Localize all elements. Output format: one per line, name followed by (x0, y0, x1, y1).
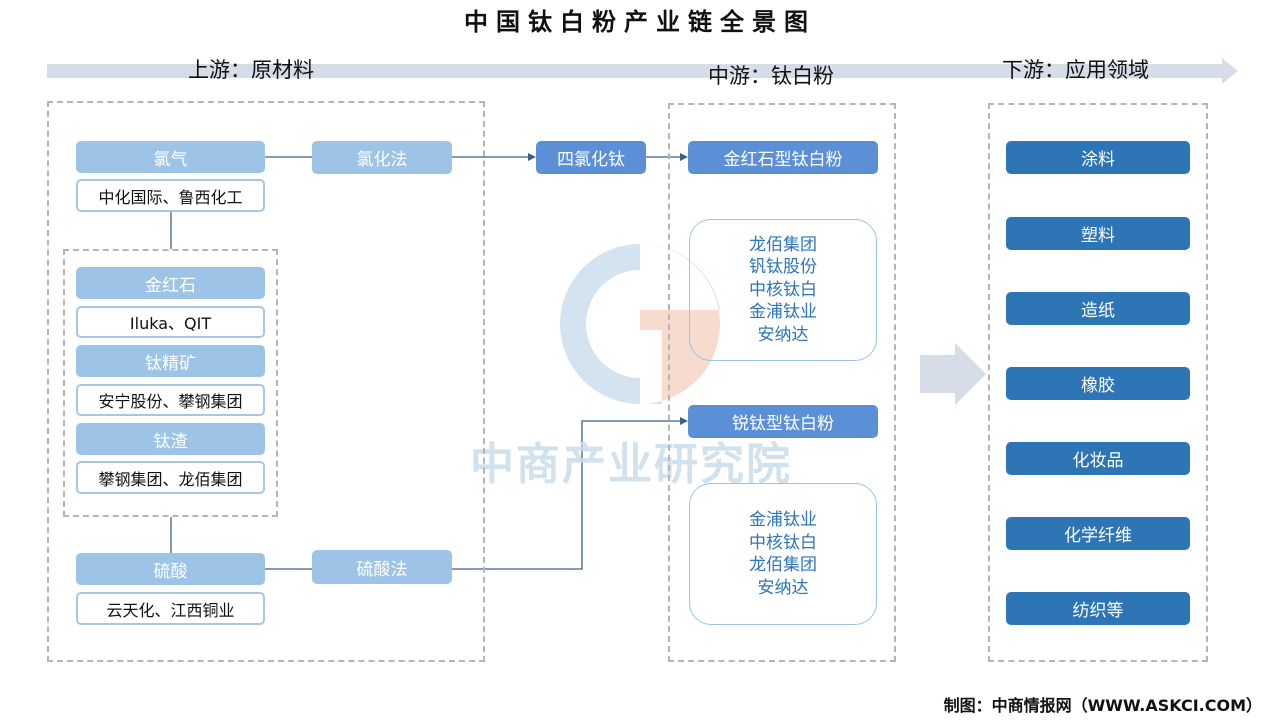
rutile-tio2-companies: 龙佰集团 钒钛股份 中核钛白 金浦钛业 安纳达 (689, 219, 877, 361)
diagram-title: 中国钛白粉产业链全景图 (464, 8, 816, 36)
ilmenite-companies: 安宁股份、攀钢集团 (76, 384, 265, 416)
downstream-header: 下游：应用领域 (1002, 58, 1149, 82)
anatase-tio2-node: 锐钛型钛白粉 (688, 405, 878, 438)
sulfuric-acid-node: 硫酸 (76, 553, 265, 585)
rutile-node: 金红石 (76, 267, 265, 299)
midstream-section (668, 103, 896, 662)
downstream-section (988, 103, 1208, 662)
source-footer: 制图：中商情报网（WWW.ASKCI.COM） (943, 696, 1262, 715)
application-item: 橡胶 (1006, 367, 1190, 400)
company: 安纳达 (757, 577, 809, 598)
ilmenite-node: 钛精矿 (76, 345, 265, 377)
chloride-process-node: 氯化法 (312, 141, 452, 174)
rutile-tio2-node: 金红石型钛白粉 (688, 141, 878, 174)
company: 龙佰集团 (749, 555, 817, 575)
titanium-ore-group (63, 249, 278, 517)
application-item: 化妆品 (1006, 442, 1190, 475)
midstream-header: 中游：钛白粉 (708, 64, 834, 88)
company: 钒钛股份 (749, 257, 817, 278)
application-item: 塑料 (1006, 217, 1190, 250)
application-item: 造纸 (1006, 292, 1190, 325)
watermark-logo (560, 243, 720, 404)
application-item: 纺织等 (1006, 592, 1190, 625)
company: 中核钛白 (749, 279, 817, 300)
sulfate-process-node: 硫酸法 (312, 550, 452, 584)
ticl4-node: 四氯化钛 (536, 141, 646, 174)
application-item: 涂料 (1006, 141, 1190, 174)
sulfuric-acid-companies: 云天化、江西铜业 (76, 592, 265, 625)
slag-companies: 攀钢集团、龙佰集团 (76, 461, 265, 494)
slag-node: 钛渣 (76, 423, 265, 455)
application-item: 化学纤维 (1006, 517, 1190, 550)
company: 龙佰集团 (749, 234, 817, 255)
upstream-section (47, 101, 485, 662)
rutile-companies: Iluka、QIT (76, 306, 265, 338)
company: 金浦钛业 (749, 302, 817, 323)
flow-arrow-bar (47, 58, 1238, 84)
watermark-text: 中商产业研究院 (470, 439, 792, 490)
anatase-tio2-companies: 金浦钛业 中核钛白 龙佰集团 安纳达 (689, 483, 877, 625)
upstream-header: 上游：原材料 (188, 58, 314, 82)
big-right-arrow (920, 343, 986, 405)
chlorine-companies: 中化国际、鲁西化工 (76, 179, 265, 212)
company: 安纳达 (757, 324, 809, 345)
company: 金浦钛业 (749, 510, 817, 530)
chlorine-node: 氯气 (76, 141, 265, 173)
company: 中核钛白 (749, 532, 817, 553)
